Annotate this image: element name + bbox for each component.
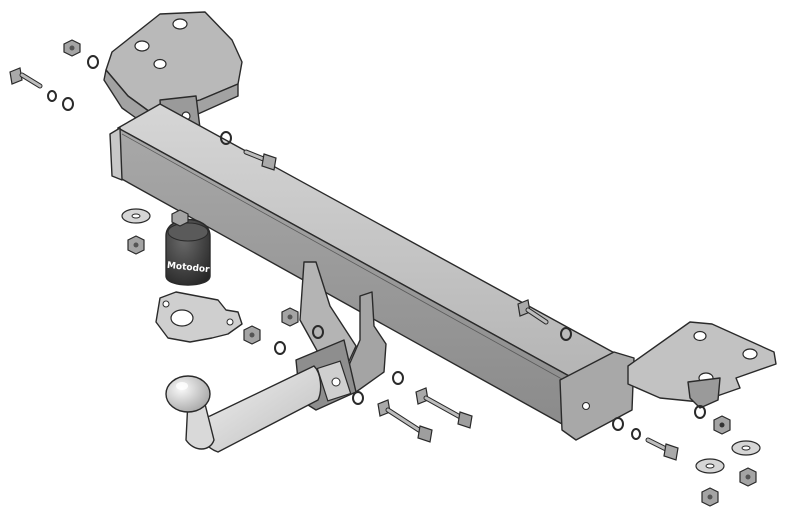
- bracket-hole: [742, 348, 758, 360]
- bolt-long-lower: [377, 399, 433, 443]
- tow-ball-cap: Motodor: [165, 218, 211, 286]
- nut: [127, 235, 145, 255]
- left-mounting-bracket: [103, 11, 243, 139]
- bracket-hole: [134, 40, 150, 52]
- bracket-hole: [172, 18, 188, 30]
- washer: [47, 55, 706, 440]
- bolt-top-left: [9, 67, 43, 89]
- cap-brand-label: Motodor: [166, 261, 210, 275]
- nut: [63, 39, 81, 57]
- bolt-center-top: [243, 149, 277, 171]
- nut: [713, 415, 731, 435]
- bolt-right-top: [517, 299, 549, 325]
- bolt-bottom-right: [645, 437, 679, 461]
- bolt-long-upper: [415, 387, 473, 429]
- bracket-hole: [153, 58, 167, 70]
- towball-assembly: [165, 365, 322, 453]
- nut: [243, 325, 261, 345]
- nut: [701, 487, 719, 507]
- nut: [739, 467, 757, 487]
- main-crossbar-beam: [109, 103, 621, 435]
- tow-ball: [165, 375, 211, 413]
- right-mounting-bracket: [559, 321, 777, 441]
- flat-washer: [121, 208, 761, 474]
- nut: [171, 209, 189, 227]
- nut: [281, 307, 299, 327]
- electrical-socket-plate: [155, 291, 243, 343]
- bracket-hole: [693, 330, 707, 342]
